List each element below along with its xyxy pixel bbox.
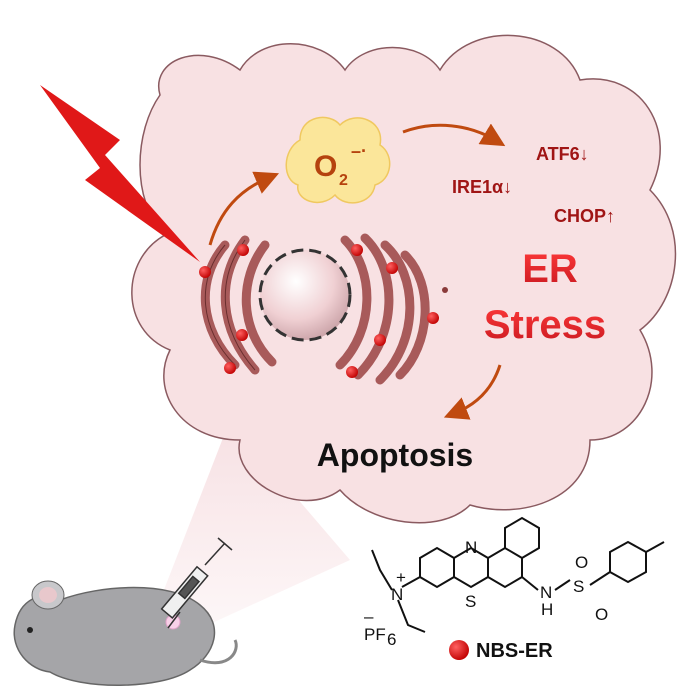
atom-sulfonyl-s: S	[573, 577, 584, 596]
nbs-er-label: NBS-ER	[476, 640, 553, 662]
atom-n-ring: N	[465, 538, 477, 557]
atom-n-plus: N	[391, 585, 403, 604]
light-bolt-icon	[40, 85, 200, 262]
nbs-er-probe-dots	[199, 244, 439, 378]
arrow-er-to-ros	[208, 171, 280, 246]
atf6-label: ATF6↓	[536, 144, 589, 164]
vesicle	[442, 287, 448, 293]
atom-nh-n: N	[540, 583, 552, 602]
stress-label: Stress	[484, 303, 606, 347]
superoxide-superscript: –·	[351, 141, 367, 161]
superoxide-label: O	[314, 150, 337, 183]
light-beam	[160, 420, 350, 640]
atom-oxygen-2: O	[595, 605, 608, 624]
counterion-pf6: PF	[364, 625, 386, 644]
arrow-ros-to-markers	[402, 123, 506, 147]
counterion-subscript: 6	[387, 630, 396, 649]
atom-oxygen-1: O	[575, 553, 588, 572]
syringe-icon	[160, 537, 233, 629]
charge-plus: +	[396, 568, 406, 587]
ire1a-label: IRE1α↓	[452, 177, 512, 197]
nbs-er-legend-dot	[449, 640, 469, 660]
apoptosis-label: Apoptosis	[317, 437, 473, 473]
charge-minus: –	[364, 607, 374, 626]
chop-label: CHOP↑	[554, 206, 615, 226]
er-label: ER	[522, 247, 578, 291]
nucleus	[258, 248, 352, 342]
nbs-er-structure	[371, 516, 665, 633]
endoplasmic-reticulum-right	[335, 233, 430, 385]
arrow-stress-to-apoptosis	[443, 364, 502, 420]
superoxide-subscript: 2	[339, 172, 348, 189]
atom-nh-h: H	[541, 600, 553, 619]
atom-s-ring: S	[465, 592, 476, 611]
superoxide-cloud: O 2 –·	[285, 116, 391, 204]
